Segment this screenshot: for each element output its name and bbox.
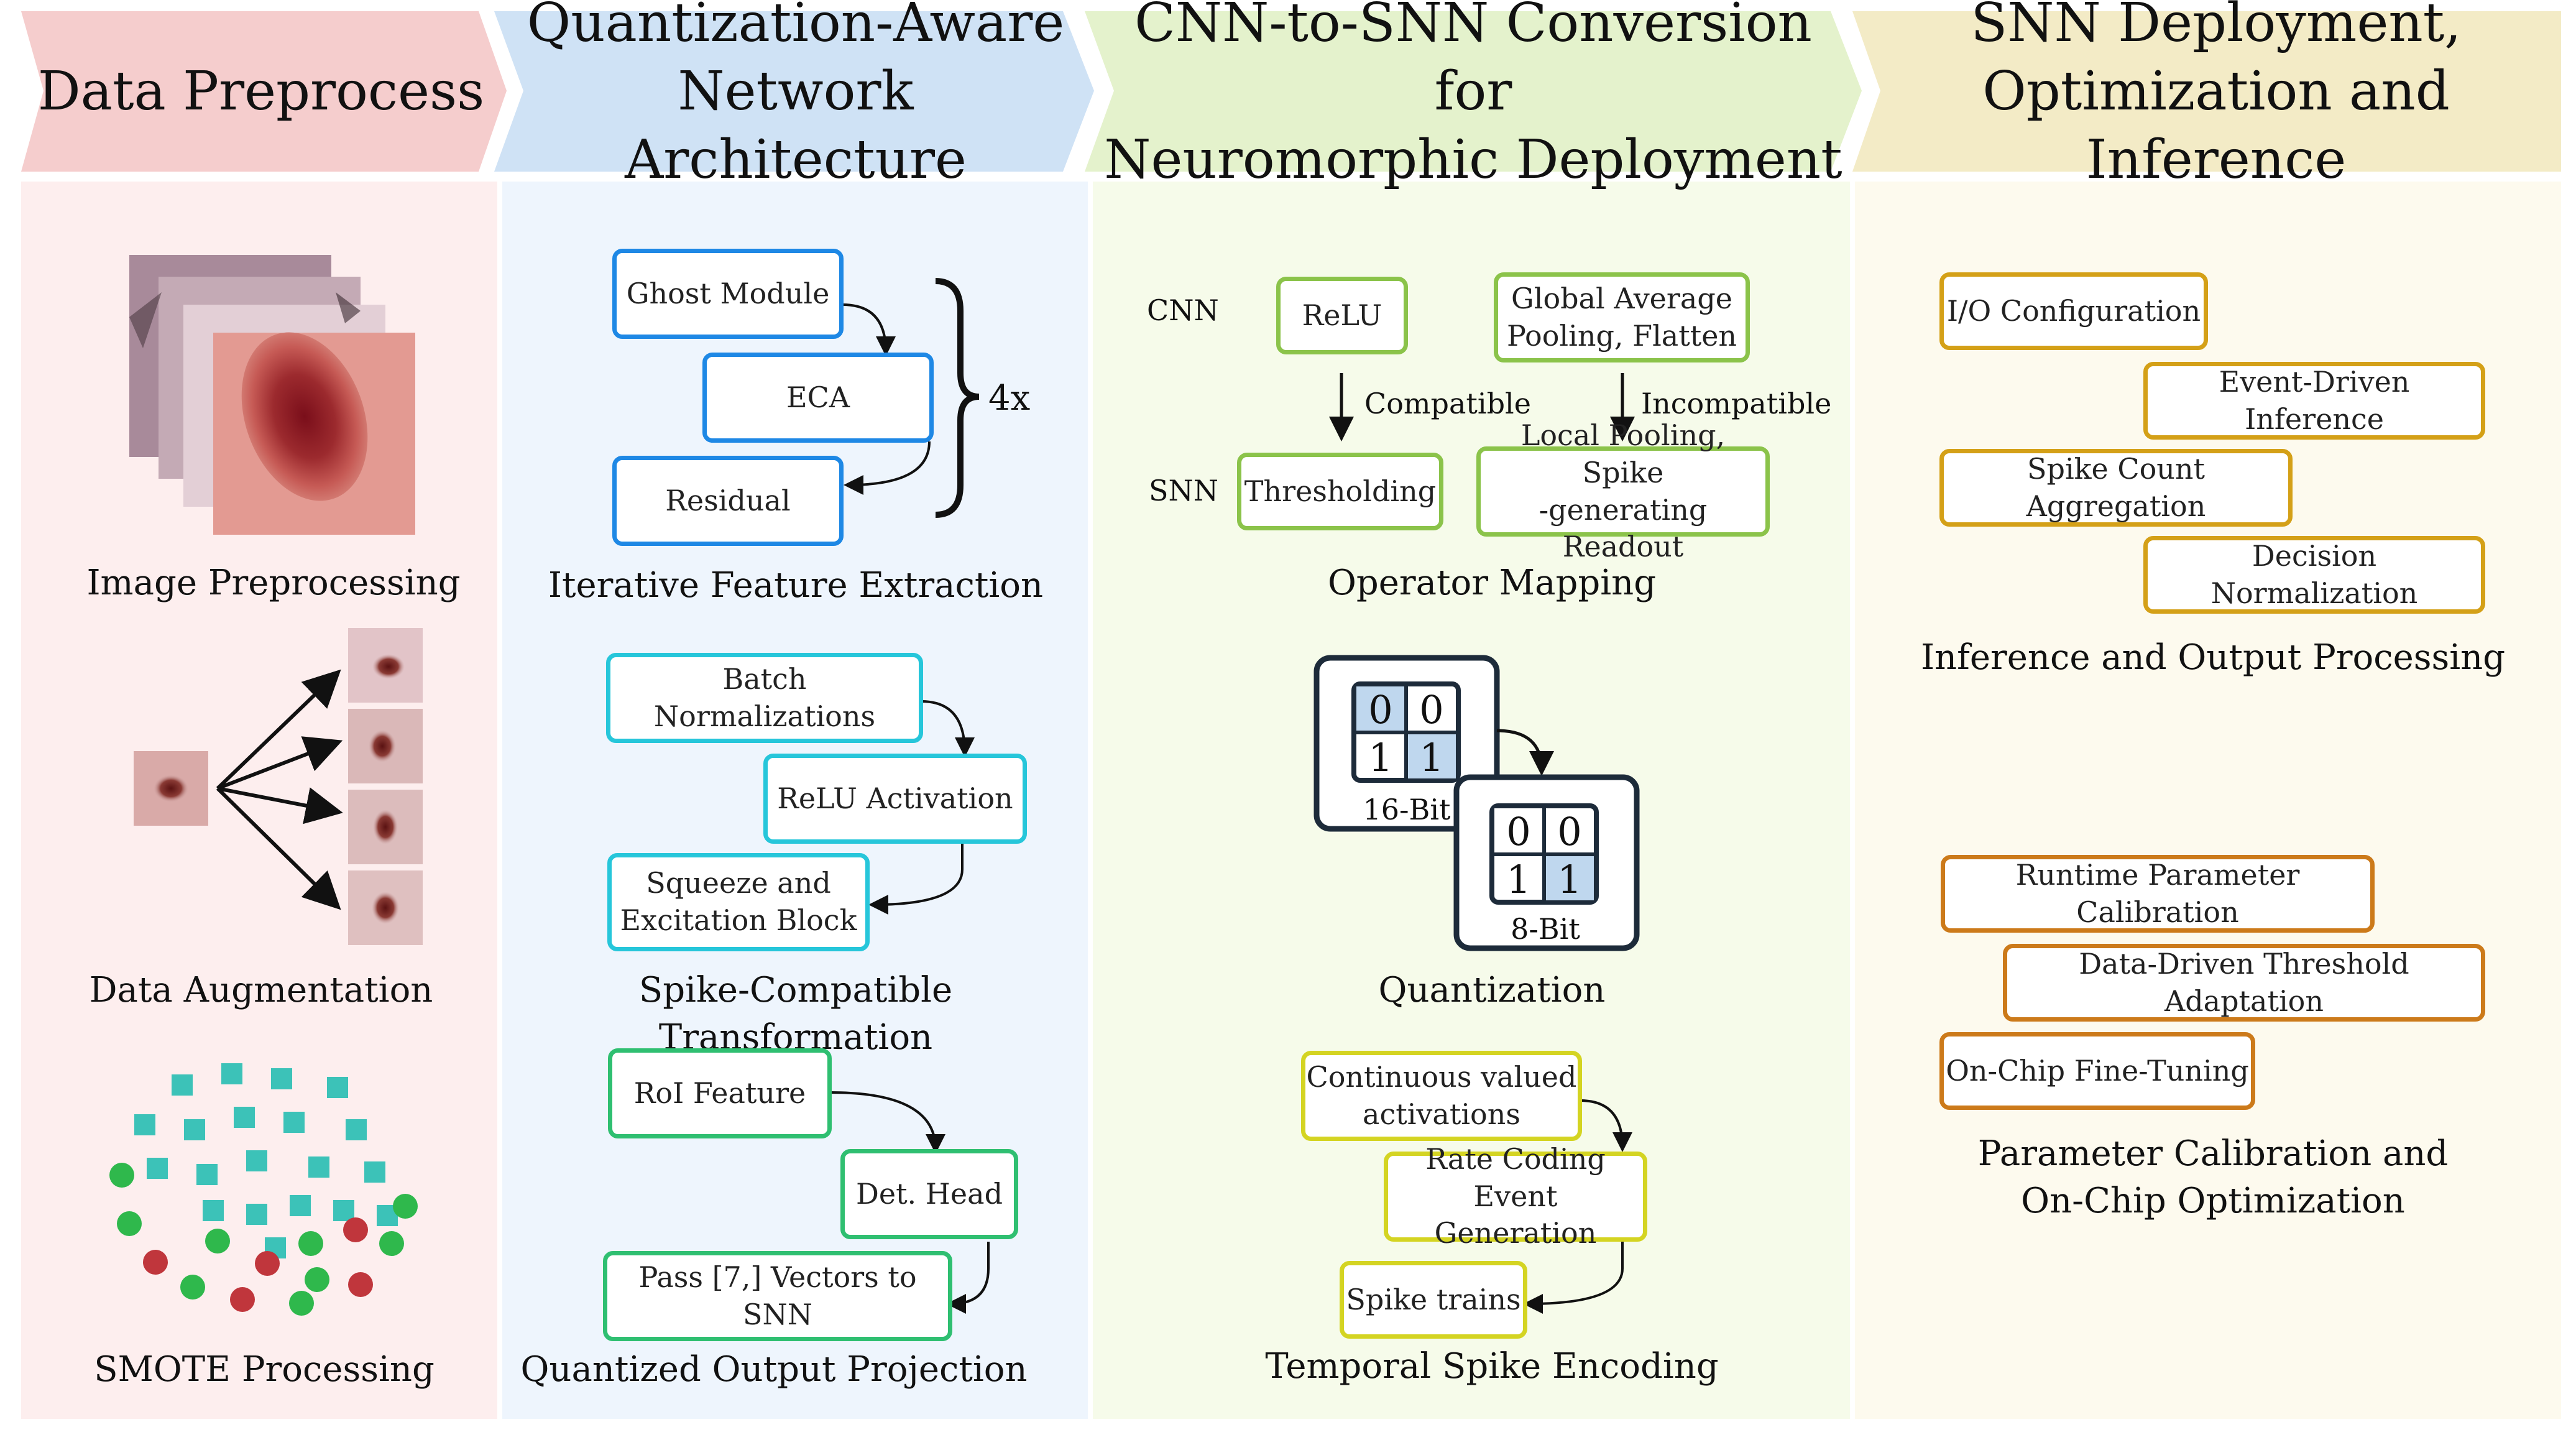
io-configuration-box: I/O Configuration	[1939, 272, 2208, 350]
header-data-preprocess: Data Preprocess	[37, 60, 485, 122]
skin-image-stack	[129, 255, 415, 535]
caption-iterative-feature-extraction: Iterative Feature Extraction	[548, 565, 1044, 606]
m16-val-3: 1	[1419, 735, 1443, 780]
matrix-8bit	[1453, 774, 1640, 951]
relu-box: ReLU	[1276, 277, 1408, 354]
m8-val-3: 1	[1557, 857, 1581, 902]
caption-inference-output-processing: Inference and Output Processing	[1920, 637, 2506, 678]
label-16bit: 16-Bit	[1363, 793, 1451, 826]
caption-quantized-output-projection: Quantized Output Projection	[520, 1349, 1028, 1390]
spike-count-aggregation-box: Spike Count Aggregation	[1939, 449, 2293, 527]
thresholding-box: Thresholding	[1237, 453, 1443, 530]
m16-cell-11	[1407, 734, 1456, 778]
caption-smote-processing: SMOTE Processing	[94, 1349, 435, 1390]
m16-cell-00	[1356, 686, 1405, 731]
event-driven-inference-box: Event-Driven Inference	[2143, 362, 2485, 440]
compatible-label: Compatible	[1364, 387, 1531, 420]
roi-feature-box: RoI Feature	[608, 1048, 832, 1138]
residual-box: Residual	[612, 456, 844, 546]
m8-cell-00	[1494, 808, 1543, 853]
caption-image-preprocessing: Image Preprocessing	[86, 563, 461, 603]
decision-normalization-box: Decision Normalization	[2143, 536, 2485, 614]
m8-val-1: 0	[1557, 809, 1581, 854]
m16-val-0: 0	[1368, 687, 1392, 732]
label-8bit: 8-Bit	[1511, 912, 1580, 946]
batch-normalizations-box: Batch Normalizations	[606, 653, 923, 743]
smote-scatter	[109, 1063, 418, 1316]
m8-cell-11	[1545, 856, 1594, 900]
matrix-16bit	[1313, 655, 1500, 832]
runtime-parameter-calibration-box: Runtime Parameter Calibration	[1941, 855, 2375, 933]
pass-vectors-box: Pass [7,] Vectors to SNN	[603, 1251, 952, 1341]
relu-activation-box: ReLU Activation	[763, 754, 1027, 844]
brace	[935, 278, 980, 518]
col1-header-shape	[21, 11, 507, 172]
caption-quantization: Quantization	[1378, 970, 1606, 1010]
col3-header-shape	[1085, 11, 1862, 172]
ghost-module-box: Ghost Module	[612, 249, 844, 339]
eca-box: ECA	[702, 353, 934, 443]
m16-val-2: 1	[1368, 735, 1392, 780]
caption-operator-mapping: Operator Mapping	[1327, 563, 1657, 603]
m8-val-0: 0	[1506, 809, 1530, 854]
augmentation-graphic	[134, 628, 423, 945]
header-snn-deployment: SNN Deployment,Optimization and Inferenc…	[1971, 0, 2462, 192]
incompatible-label: Incompatible	[1641, 387, 1832, 420]
threshold-adaptation-box: Data-Driven Threshold Adaptation	[2003, 944, 2485, 1022]
local-pooling-box: Local Pooling, Spike-generating Readout	[1476, 418, 1770, 563]
det-head-box: Det. Head	[840, 1149, 1018, 1239]
lesion-front	[241, 332, 368, 501]
spike-trains-box: Spike trains	[1340, 1261, 1527, 1339]
caption-temporal-spike-encoding: Temporal Spike Encoding	[1265, 1346, 1719, 1387]
m8-val-2: 1	[1506, 857, 1530, 902]
m16-val-1: 0	[1419, 687, 1443, 732]
snn-label: SNN	[1149, 474, 1219, 507]
repeat-label: 4x	[988, 378, 1031, 418]
on-chip-fine-tuning-box: On-Chip Fine-Tuning	[1939, 1032, 2255, 1110]
cnn-label: CNN	[1147, 293, 1219, 327]
col4-header-shape	[1852, 11, 2561, 172]
col2-header-shape	[494, 11, 1094, 172]
caption-data-augmentation: Data Augmentation	[89, 970, 433, 1010]
